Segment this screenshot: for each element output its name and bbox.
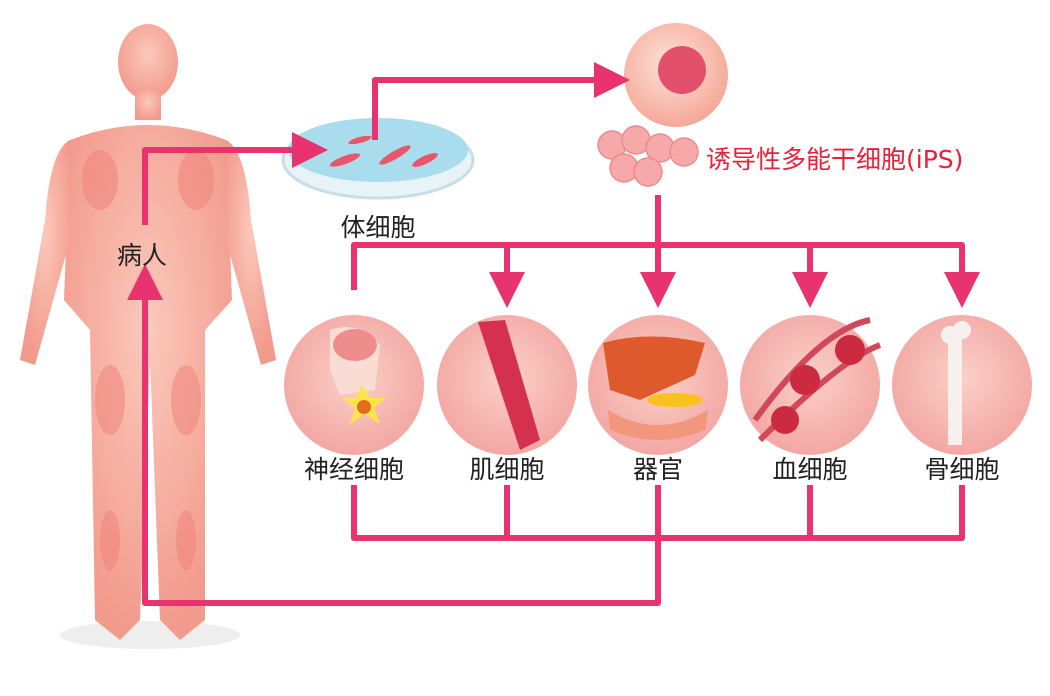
cell-type-label-muscle: 肌细胞 <box>469 455 545 484</box>
flow-arrows <box>127 62 980 606</box>
ips-cell-icon <box>597 23 728 187</box>
blood-cell-icon <box>740 315 882 455</box>
muscle-icon <box>437 315 577 455</box>
cell-type-label-bone: 骨细胞 <box>924 455 1000 484</box>
bone-icon <box>892 315 1032 455</box>
organ-icon <box>588 315 728 455</box>
cell-type-label-blood: 血细胞 <box>772 455 848 484</box>
neuron-icon <box>284 315 424 455</box>
petri-dish-icon <box>281 118 475 200</box>
cell-type-label-organ: 器官 <box>632 455 684 484</box>
somatic-cell-label: 体细胞 <box>340 213 416 242</box>
patient-label: 病人 <box>116 241 168 270</box>
ips-label: 诱导性多能干细胞(iPS) <box>706 145 964 174</box>
cell-type-label-neuron: 神经细胞 <box>303 455 405 484</box>
